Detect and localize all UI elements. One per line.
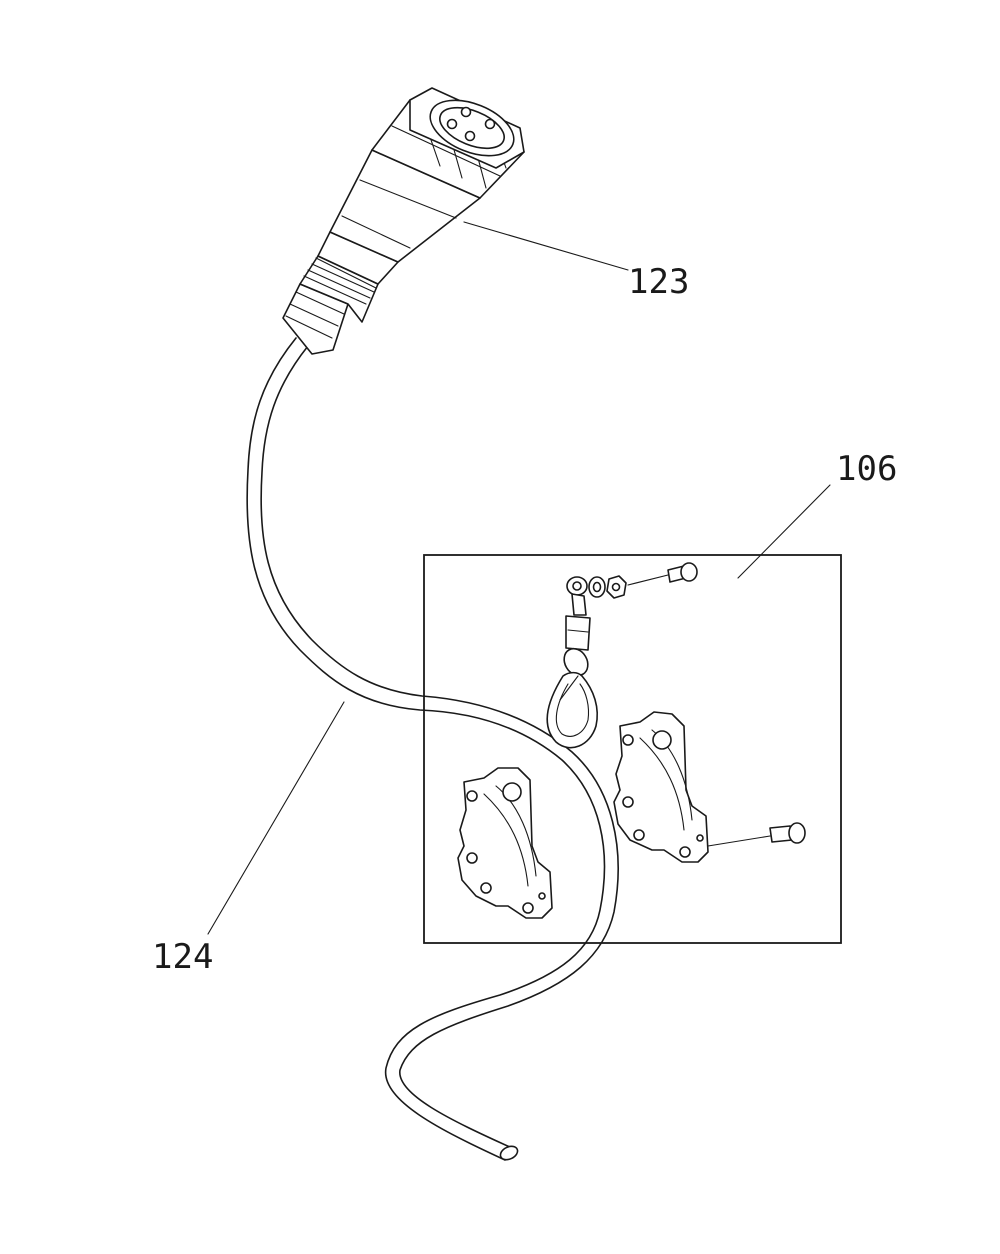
snap-hook-assembly [546, 562, 698, 749]
callout-123: 123 [628, 262, 689, 302]
callout-124: 124 [152, 937, 213, 977]
bracket-left [457, 767, 553, 919]
connector-123 [282, 87, 525, 355]
kit-106-box [423, 554, 842, 944]
leader-lines [207, 221, 831, 935]
bracket-right [613, 711, 806, 863]
cable-124 [246, 337, 619, 1161]
callout-106: 106 [836, 449, 897, 489]
